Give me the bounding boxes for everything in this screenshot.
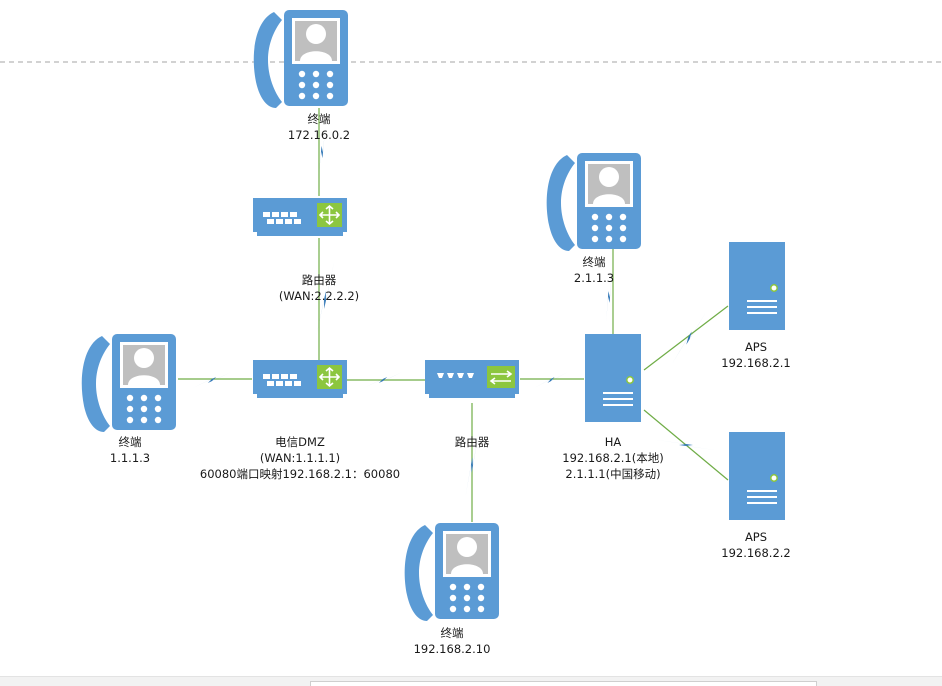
node-ip: 172.16.0.2 [287,128,351,142]
node-name: 终端 [440,626,464,640]
phone-top-icon [253,10,348,108]
node-name: 路由器 [454,435,490,449]
aps-2-label: APS 192.168.2.2 [686,529,826,561]
node-ip: 192.168.2.1 [721,356,791,370]
node-ip-mobile: 2.1.1.1(中国移动) [565,467,661,481]
switch-router-label: 路由器 [392,434,552,450]
node-detail: (WAN:1.1.1.1) [259,451,341,465]
phone-left-icon [81,334,176,432]
bottom-tab [310,681,817,686]
node-ip: 2.1.1.3 [573,271,615,285]
node-name: APS [744,530,768,544]
ha-server-label: HA 192.168.2.1(本地) 2.1.1.1(中国移动) [533,434,693,482]
node-ip: 192.168.2.2 [721,546,791,560]
ha-server-icon [584,333,642,423]
link-ha-aps1 [643,305,729,371]
switch-router-icon [424,359,520,399]
node-name: 路由器 [301,273,337,287]
aps-server-2-icon [728,431,786,521]
port-mapping: 60080端口映射192.168.2.1：60080 [199,467,401,481]
phone-right-icon [546,153,641,251]
phone-bottom-label: 终端 192.168.2.10 [372,625,532,657]
node-name: APS [744,340,768,354]
node-ip-local: 192.168.2.1(本地) [562,451,664,465]
wireless-bolt-icon [192,372,232,388]
node-name: 电信DMZ [275,435,325,449]
node-name: HA [604,435,622,449]
router-top-icon [252,197,348,237]
phone-bottom-icon [404,523,499,621]
wireless-bolt-icon [534,372,568,388]
phone-left-label: 终端 1.1.1.3 [50,434,210,466]
node-detail: (WAN:2.2.2.2) [278,289,360,303]
node-ip: 1.1.1.3 [109,451,151,465]
router-dmz-icon [252,359,348,399]
aps-1-label: APS 192.168.2.1 [686,339,826,371]
node-name: 终端 [582,255,606,269]
aps-server-1-icon [728,241,786,331]
router-dmz-label: 电信DMZ (WAN:1.1.1.1) 60080端口映射192.168.2.1… [170,434,430,482]
phone-top-label: 终端 172.16.0.2 [239,111,399,143]
node-name: 终端 [307,112,331,126]
phone-right-label: 终端 2.1.1.3 [514,254,674,286]
router-top-label: 路由器 (WAN:2.2.2.2) [219,272,419,304]
node-name: 终端 [118,435,142,449]
node-ip: 192.168.2.10 [413,642,491,656]
